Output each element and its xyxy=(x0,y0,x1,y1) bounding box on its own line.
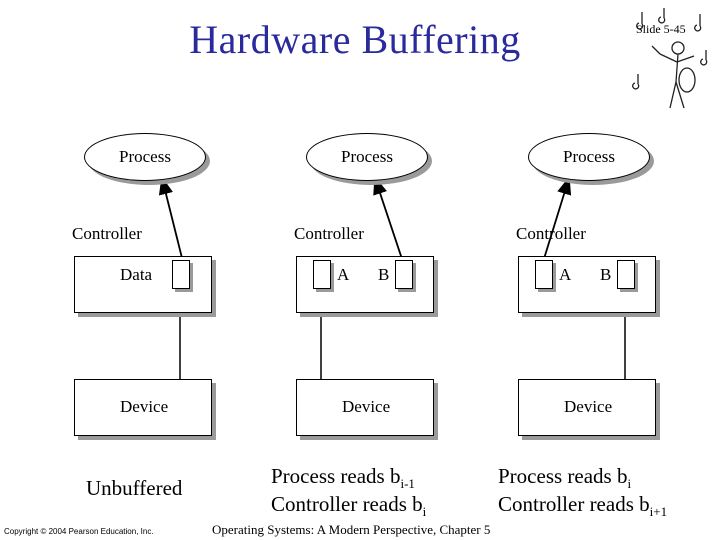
buffer-b-cell-3 xyxy=(617,260,635,289)
controller-label-1: Controller xyxy=(72,224,142,243)
arrow-buffer-a-to-process-3 xyxy=(542,176,572,263)
caption-unbuffered: Unbuffered xyxy=(86,476,183,500)
musician-logo-icon xyxy=(632,8,708,109)
caption-line1-3: Process reads bi xyxy=(498,464,632,492)
buffer-data-cell xyxy=(172,260,190,289)
device-label-1: Device xyxy=(120,397,169,416)
buffer-data-label: Data xyxy=(120,265,153,284)
process-label-1: Process xyxy=(119,147,171,166)
device-box-2 xyxy=(296,379,434,436)
device-box-3 xyxy=(518,379,656,436)
slide-number: Slide 5-45 xyxy=(636,22,686,36)
device-label-2: Device xyxy=(342,397,391,416)
course-footer: Operating Systems: A Modern Perspective,… xyxy=(212,522,491,537)
process-ellipse-3: Process xyxy=(528,133,650,181)
caption-line2-2: Controller reads bi xyxy=(271,492,427,520)
arrow-controller-to-process-1 xyxy=(158,176,184,263)
process-label-3: Process xyxy=(563,147,615,166)
arrow-buffer-b-to-process-2 xyxy=(373,176,404,263)
buffer-a-label-3: A xyxy=(559,265,572,284)
controller-label-3: Controller xyxy=(516,224,586,243)
buffer-a-cell-2 xyxy=(313,260,331,289)
buffer-b-label-3: B xyxy=(600,265,612,284)
process-label-2: Process xyxy=(341,147,393,166)
device-label-3: Device xyxy=(564,397,613,416)
slide-title: Hardware Buffering xyxy=(189,17,521,62)
process-ellipse-1: Process xyxy=(84,133,206,181)
caption-line2-3: Controller reads bi+1 xyxy=(498,492,668,520)
copyright-footer: Copyright © 2004 Pearson Education, Inc. xyxy=(4,527,154,536)
buffer-a-cell-3 xyxy=(535,260,553,289)
process-ellipse-2: Process xyxy=(306,133,428,181)
buffer-a-label-2: A xyxy=(337,265,350,284)
buffer-b-cell-2 xyxy=(395,260,413,289)
device-box-1 xyxy=(74,379,212,436)
controller-label-2: Controller xyxy=(294,224,364,243)
caption-line1-2: Process reads bi-1 xyxy=(271,464,415,492)
buffer-b-label-2: B xyxy=(378,265,390,284)
